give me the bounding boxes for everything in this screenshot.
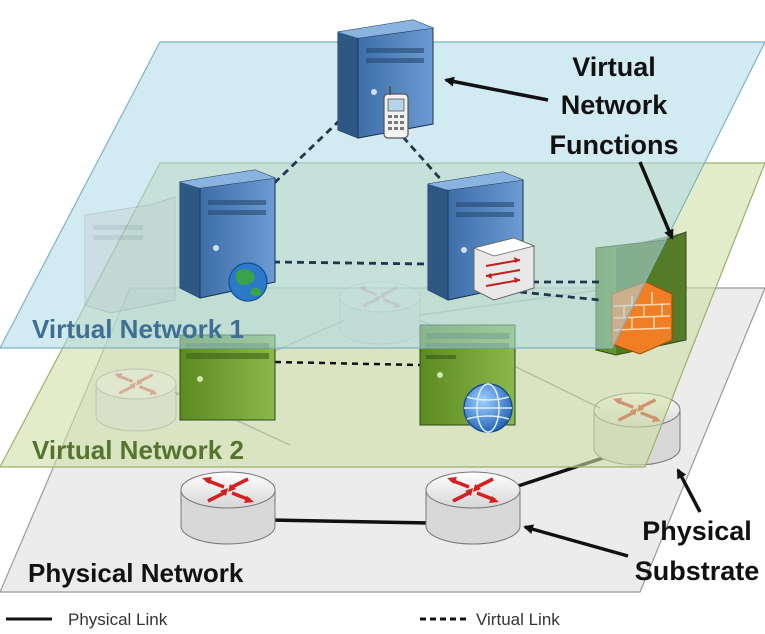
globe-icon (228, 262, 268, 302)
legend-virtual-link-label: Virtual Link (476, 610, 560, 629)
substrate-arrow-to-router-middle (523, 524, 629, 558)
vnf-label-line2: Network (561, 90, 669, 120)
router-icon (425, 471, 521, 545)
physical-substrate-label-line2: Substrate (635, 556, 760, 586)
vnf-label-line1: Virtual (572, 52, 656, 82)
vnf-arrow-to-server (444, 76, 549, 102)
virtual-network-2-label: Virtual Network 2 (32, 435, 244, 465)
substrate-arrow-to-router-right (676, 468, 702, 513)
router-icon (180, 471, 276, 545)
vnf-label-line3: Functions (550, 130, 679, 160)
virtual-network-1-label: Virtual Network 1 (32, 314, 244, 344)
switch-icon (472, 237, 536, 301)
virtual-links-vn1 (264, 118, 601, 302)
virtual-link-vn2 (274, 360, 421, 367)
legend: Physical Link Virtual Link (6, 610, 560, 629)
legend-physical-link-label: Physical Link (68, 610, 168, 629)
physical-substrate-label-line1: Physical (642, 516, 752, 546)
vnf-arrow-to-firewall (638, 161, 674, 240)
server-icon (84, 196, 176, 314)
physical-network-label: Physical Network (28, 558, 244, 588)
server-icon (337, 19, 434, 139)
globe-icon (463, 383, 513, 433)
router-icon (95, 368, 177, 432)
phone-icon (383, 86, 409, 139)
